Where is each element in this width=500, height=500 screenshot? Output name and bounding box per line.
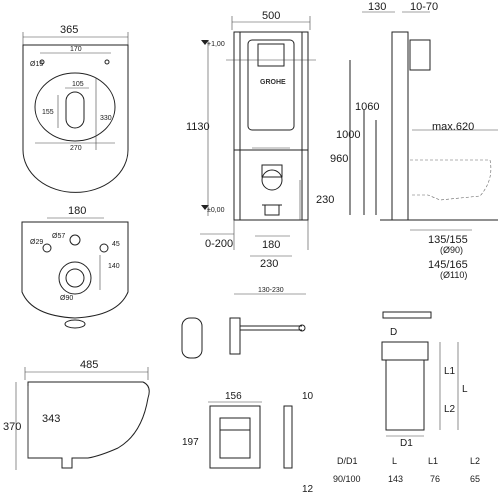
side-inner-height-label: 343 <box>42 413 60 425</box>
toilet-side-view: 485 343 370 <box>3 359 150 470</box>
pipe-a-label: 135/155 <box>428 234 468 246</box>
max-label: max.620 <box>432 121 474 133</box>
side-outer-height-label: 370 <box>3 421 21 433</box>
ref-zero-label: ±0,00 <box>207 207 225 214</box>
pipe-spacing-label: 180 <box>262 239 280 251</box>
connector-l-label: L <box>462 384 468 395</box>
connector-rod <box>382 311 432 319</box>
plate-height-label: 197 <box>182 437 199 448</box>
seat-inner-label: 105 <box>72 81 84 88</box>
table-header-d: D/D1 <box>337 456 358 466</box>
side-outline <box>27 381 150 469</box>
plate-side-profile <box>283 405 293 469</box>
hole-dia-label: Ø15 <box>30 61 43 68</box>
flush-plate: 156 197 10 12 <box>182 391 314 495</box>
connector-l2-label: L2 <box>444 404 456 415</box>
pipe-b-dia-label: (Ø110) <box>440 270 467 280</box>
bowl-depth-label: 155 <box>42 109 54 116</box>
frame-outline <box>233 31 309 221</box>
bottom-hole-right <box>99 243 109 253</box>
frame-side-post <box>391 31 409 221</box>
side-bracket <box>409 39 431 71</box>
plate-button <box>219 417 251 459</box>
cistern <box>247 39 295 131</box>
connector-top-ring <box>381 341 429 361</box>
plate-width-label: 156 <box>225 391 242 402</box>
cistern-opening <box>257 43 285 67</box>
frame-depth-label: 130 <box>368 1 386 13</box>
toilet-length-label: 330 <box>100 115 112 122</box>
hole-a-label: Ø29 <box>30 239 43 246</box>
plate-outline <box>209 405 261 469</box>
frame-width-label: 500 <box>262 10 280 22</box>
side-h1000-label: 1000 <box>336 129 360 141</box>
pipe-width-label: 230 <box>260 258 278 270</box>
table-cell-l2: 65 <box>470 474 480 484</box>
toilet-outline <box>22 44 129 193</box>
connector-d1-label: D1 <box>400 438 413 449</box>
table-cell-l: 143 <box>388 474 403 484</box>
outlet-height-label: 230 <box>316 194 334 206</box>
connector-body <box>385 359 425 431</box>
bottom-foot <box>64 319 86 329</box>
side-h960-label: 960 <box>330 153 348 165</box>
table-header-l1: L1 <box>428 456 438 466</box>
brand-logo: GROHE <box>260 79 286 86</box>
connector-d-label: D <box>390 327 397 338</box>
bracket-rod-end <box>298 324 306 332</box>
table-header-l: L <box>392 456 397 466</box>
toilet-top-view: 365 170 Ø15 105 155 330 270 <box>22 24 129 193</box>
ref-top-label: +1,00 <box>207 41 225 48</box>
adjust-label: 0-200 <box>205 238 233 250</box>
water-inlet <box>69 234 81 246</box>
ref-top-marker <box>201 40 209 45</box>
table-cell-l1: 76 <box>430 474 440 484</box>
side-length-label: 485 <box>80 359 98 371</box>
bracket-range-label: 130-230 <box>258 287 284 294</box>
frame-height-label: 1130 <box>186 121 210 133</box>
pipe-a-dia-label: (Ø90) <box>440 245 463 255</box>
bottom-outline <box>21 221 129 319</box>
bowl-opening <box>65 91 85 129</box>
plate-depth-bottom-label: 12 <box>302 484 314 495</box>
plate-depth-top-label: 10 <box>302 391 314 402</box>
frame-side-view: 130 10-70 1060 1000 960 max.620 135/155 … <box>330 1 498 280</box>
side-h1060-label: 1060 <box>355 101 379 113</box>
flush-bracket: 130-230 <box>181 287 306 359</box>
frame-front-view: 500 +1,00 ±0,00 1130 GROHE 230 180 230 0… <box>186 10 334 270</box>
bottom-hole-left <box>42 243 52 253</box>
toilet-width-label: 365 <box>60 24 78 36</box>
outlet-bend <box>261 164 283 178</box>
ref-zero-marker <box>201 205 209 210</box>
bottom-depth-label: 140 <box>108 263 120 270</box>
wall-adjust-label: 10-70 <box>410 1 438 13</box>
table-cell-d: 90/100 <box>333 474 361 484</box>
connector-pipe: D L1 L2 L D1 <box>381 311 468 449</box>
bottom-spacing-label: 180 <box>68 205 86 217</box>
connector-l1-label: L1 <box>444 366 456 377</box>
offset-label: 45 <box>112 241 120 248</box>
waste-outlet <box>261 169 283 191</box>
bracket-plate <box>229 317 241 355</box>
bracket-body <box>181 317 203 359</box>
hole-spacing-label: 170 <box>70 46 82 53</box>
pipe-stub <box>264 204 280 216</box>
bowl-width-label: 270 <box>70 145 82 152</box>
hole-b-label: Ø57 <box>52 233 65 240</box>
toilet-bottom-view: 180 Ø29 Ø57 45 140 Ø90 <box>21 205 129 329</box>
seat-outline <box>34 72 116 142</box>
outlet-hole <box>65 268 85 288</box>
table-header-l2: L2 <box>470 456 480 466</box>
fixing-hole-right <box>104 59 110 65</box>
wc-profile-dashed <box>410 159 492 201</box>
outlet-ring <box>58 261 92 295</box>
pipe-b-label: 145/165 <box>428 259 468 271</box>
spec-table: D/D1 L L1 L2 90/100 143 76 65 <box>333 456 480 484</box>
outlet-dia-label: Ø90 <box>60 295 73 302</box>
fixing-hole-left <box>39 59 45 65</box>
